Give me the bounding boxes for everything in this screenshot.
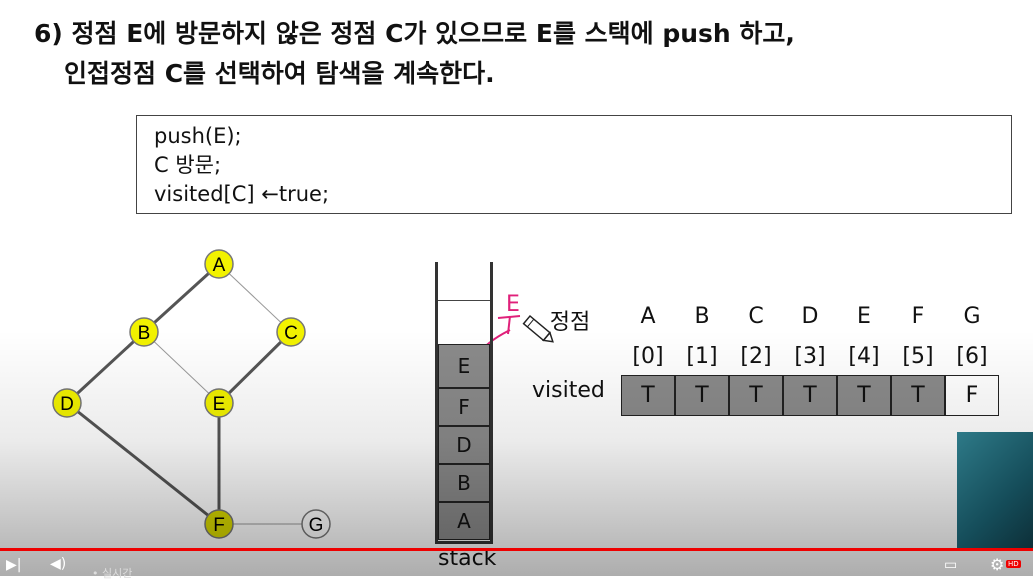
webcam-thumbnail: [957, 432, 1033, 548]
node-c: C: [276, 317, 306, 347]
visited-cell: T: [729, 375, 783, 416]
svg-text:F: F: [213, 515, 225, 536]
visited-cell: F: [945, 375, 999, 416]
node-d: D: [52, 388, 82, 418]
node-e: E: [204, 388, 234, 418]
visited-cell: T: [675, 375, 729, 416]
code-box: push(E); C 방문; visited[C] ←true;: [136, 115, 1012, 214]
edge-a-c: [218, 263, 292, 333]
svg-text:D: D: [60, 394, 74, 415]
index-5: [5]: [902, 344, 934, 369]
title-line-1: 6) 정점 E에 방문하지 않은 정점 C가 있으므로 E를 스택에 push …: [34, 19, 795, 48]
code-line-2: C 방문;: [154, 153, 222, 177]
node-f: F: [204, 509, 234, 539]
visited-row-label: visited: [532, 378, 605, 403]
visited-cell: T: [783, 375, 837, 416]
stack-cell-top: E: [438, 344, 490, 388]
stack-cell: A: [438, 502, 490, 540]
vertex-header-label: 정점: [549, 310, 591, 335]
subtitles-icon[interactable]: ▭: [944, 557, 958, 573]
node-g: G: [301, 509, 331, 539]
node-b: B: [129, 317, 159, 347]
index-0: [0]: [632, 344, 664, 369]
hd-badge: HD: [1006, 560, 1021, 568]
svg-text:G: G: [309, 515, 324, 536]
live-label[interactable]: • 실시간: [92, 567, 133, 580]
handwritten-annotation: E: [473, 292, 521, 359]
stack-container: A B D F E: [435, 262, 493, 544]
index-2: [2]: [740, 344, 772, 369]
stack-cell: B: [438, 464, 490, 502]
svg-text:A: A: [213, 255, 226, 276]
vertex-header-e: E: [857, 304, 871, 329]
svg-text:E: E: [213, 394, 226, 415]
video-progress-bar[interactable]: [0, 548, 1033, 551]
index-4: [4]: [848, 344, 880, 369]
stack-cell: D: [438, 426, 490, 464]
vertex-header-d: D: [801, 304, 819, 329]
next-icon[interactable]: ▶|: [6, 557, 22, 573]
vertex-header-c: C: [748, 304, 764, 329]
edge-c-e: [217, 330, 293, 405]
visited-cell: T: [621, 375, 675, 416]
volume-icon[interactable]: ◀): [50, 556, 67, 572]
pencil-cursor-icon: [522, 314, 554, 343]
stack-cell: F: [438, 388, 490, 426]
vertex-header-g: G: [963, 304, 981, 329]
settings-gear-icon[interactable]: ⚙: [990, 555, 1005, 574]
code-line-3: visited[C] ←true;: [154, 182, 330, 206]
edge-a-b: [142, 262, 221, 334]
slide-title: 6) 정점 E에 방문하지 않은 정점 C가 있으므로 E를 스택에 push …: [34, 14, 795, 94]
vertex-header-a: A: [640, 304, 656, 329]
vertex-header-f: F: [911, 304, 925, 329]
index-3: [3]: [794, 344, 826, 369]
index-1: [1]: [686, 344, 718, 369]
svg-text:C: C: [284, 323, 298, 344]
player-controls: ▶| ◀) ▭ ⚙: [0, 551, 1033, 576]
svg-text:B: B: [138, 323, 151, 344]
edge-b-d: [65, 330, 146, 405]
edge-d-f: [66, 401, 220, 526]
node-a: A: [204, 249, 234, 279]
code-line-1: push(E);: [154, 124, 242, 148]
title-line-2: 인접정점 C를 선택하여 탐색을 계속한다.: [64, 59, 495, 88]
index-6: [6]: [956, 344, 988, 369]
annotation-letter: E: [506, 292, 520, 317]
vertex-header-b: B: [694, 304, 710, 329]
edge-b-e: [143, 331, 220, 404]
visited-cell: T: [891, 375, 945, 416]
visited-cell: T: [837, 375, 891, 416]
stack-divider: [438, 300, 490, 301]
